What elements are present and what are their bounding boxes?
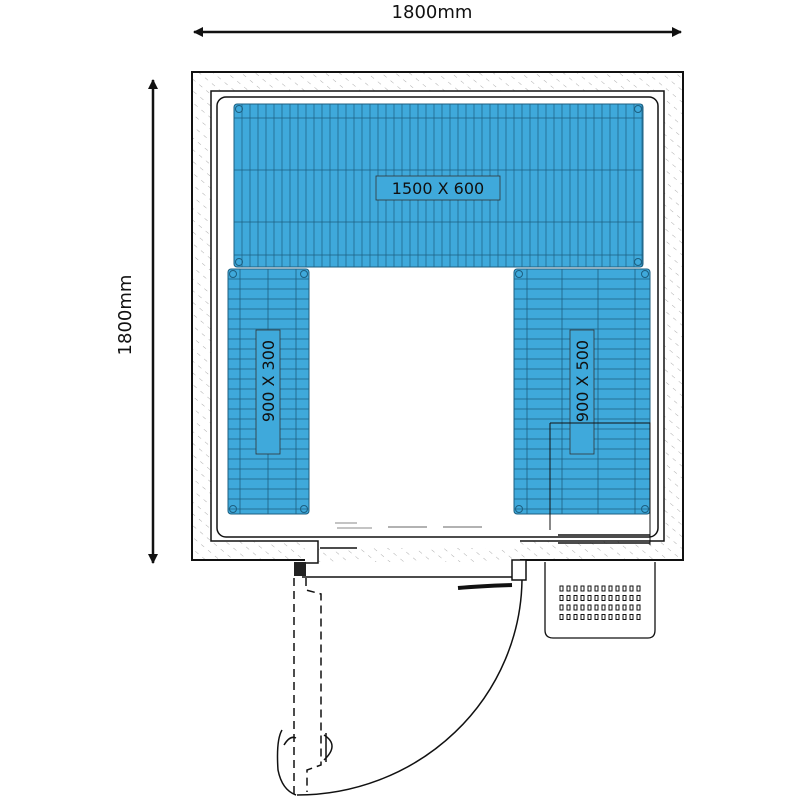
vent-slot [573, 585, 578, 592]
shelf-right-label: 900 X 500 [573, 340, 592, 422]
vent-slot [601, 614, 606, 620]
vent-grille [559, 585, 641, 620]
vent-slot [566, 595, 571, 601]
vent-slot [608, 604, 613, 611]
shelf-post [515, 505, 523, 513]
vent-slot [629, 614, 634, 620]
vent-slot [587, 604, 592, 611]
vent-slot [587, 595, 592, 601]
vent-slot [601, 585, 606, 592]
door-handle [457, 583, 513, 590]
vent-slot [587, 614, 592, 620]
vent-slot [573, 604, 578, 611]
vent-slot [615, 585, 620, 592]
shelf-post [634, 105, 642, 113]
shelf-post [235, 105, 243, 113]
shelf-left-label: 900 X 300 [259, 340, 278, 422]
vent-slot [566, 585, 571, 592]
vent-slot [615, 604, 620, 611]
height-dimension-label: 1800mm [115, 275, 136, 356]
door-hinge [294, 559, 527, 581]
vent-slot [566, 614, 571, 620]
vent-slot [608, 614, 613, 620]
shelf-post [235, 258, 243, 266]
width-dimension-label: 1800mm [392, 2, 473, 23]
vent-slot [559, 614, 564, 620]
vent-slot [629, 604, 634, 611]
vent-slot [615, 614, 620, 620]
vent-slot [601, 604, 606, 611]
shelf-post [300, 505, 308, 513]
shelf-top-label: 1500 X 600 [392, 179, 484, 198]
shelf-right-label-box [569, 329, 595, 455]
shelf-post [634, 258, 642, 266]
shelf-post [641, 270, 649, 278]
vent-slot [594, 585, 599, 592]
vent-slot [587, 585, 592, 592]
shelf-post [229, 505, 237, 513]
vent-slot [573, 614, 578, 620]
shelf-post [515, 270, 523, 278]
vent-slot [559, 585, 564, 592]
vent-slot [622, 604, 627, 611]
shelf-post [229, 270, 237, 278]
vent-slot [636, 585, 641, 592]
vent-slot [580, 595, 585, 601]
vent-slot [608, 585, 613, 592]
vent-slot [601, 595, 606, 601]
door-swing-arc [296, 579, 523, 796]
shelf-left-label-box [255, 329, 281, 455]
vent-slot [594, 595, 599, 601]
vent-slot [594, 604, 599, 611]
vent-slot [594, 614, 599, 620]
door-opening [302, 422, 651, 578]
vent-slot [615, 595, 620, 601]
vent-slot [580, 585, 585, 592]
shelf-post [641, 505, 649, 513]
shelf-post [300, 270, 308, 278]
vent-slot [566, 604, 571, 611]
vent-slot [636, 595, 641, 601]
vent-slot [622, 585, 627, 592]
vent-slot [629, 585, 634, 592]
shelf-top-label-box [375, 175, 501, 201]
vent-slot [636, 614, 641, 620]
vent-slot [580, 604, 585, 611]
vent-slot [580, 614, 585, 620]
vent-slot [608, 595, 613, 601]
vent-slot [622, 614, 627, 620]
condensing-unit [544, 562, 656, 639]
vent-slot [636, 604, 641, 611]
vent-slot [573, 595, 578, 601]
door-open-position [293, 578, 322, 795]
vent-slot [622, 595, 627, 601]
vent-slot [559, 604, 564, 611]
vent-slot [629, 595, 634, 601]
door-handle-open [276, 729, 333, 796]
vent-slot [559, 595, 564, 601]
